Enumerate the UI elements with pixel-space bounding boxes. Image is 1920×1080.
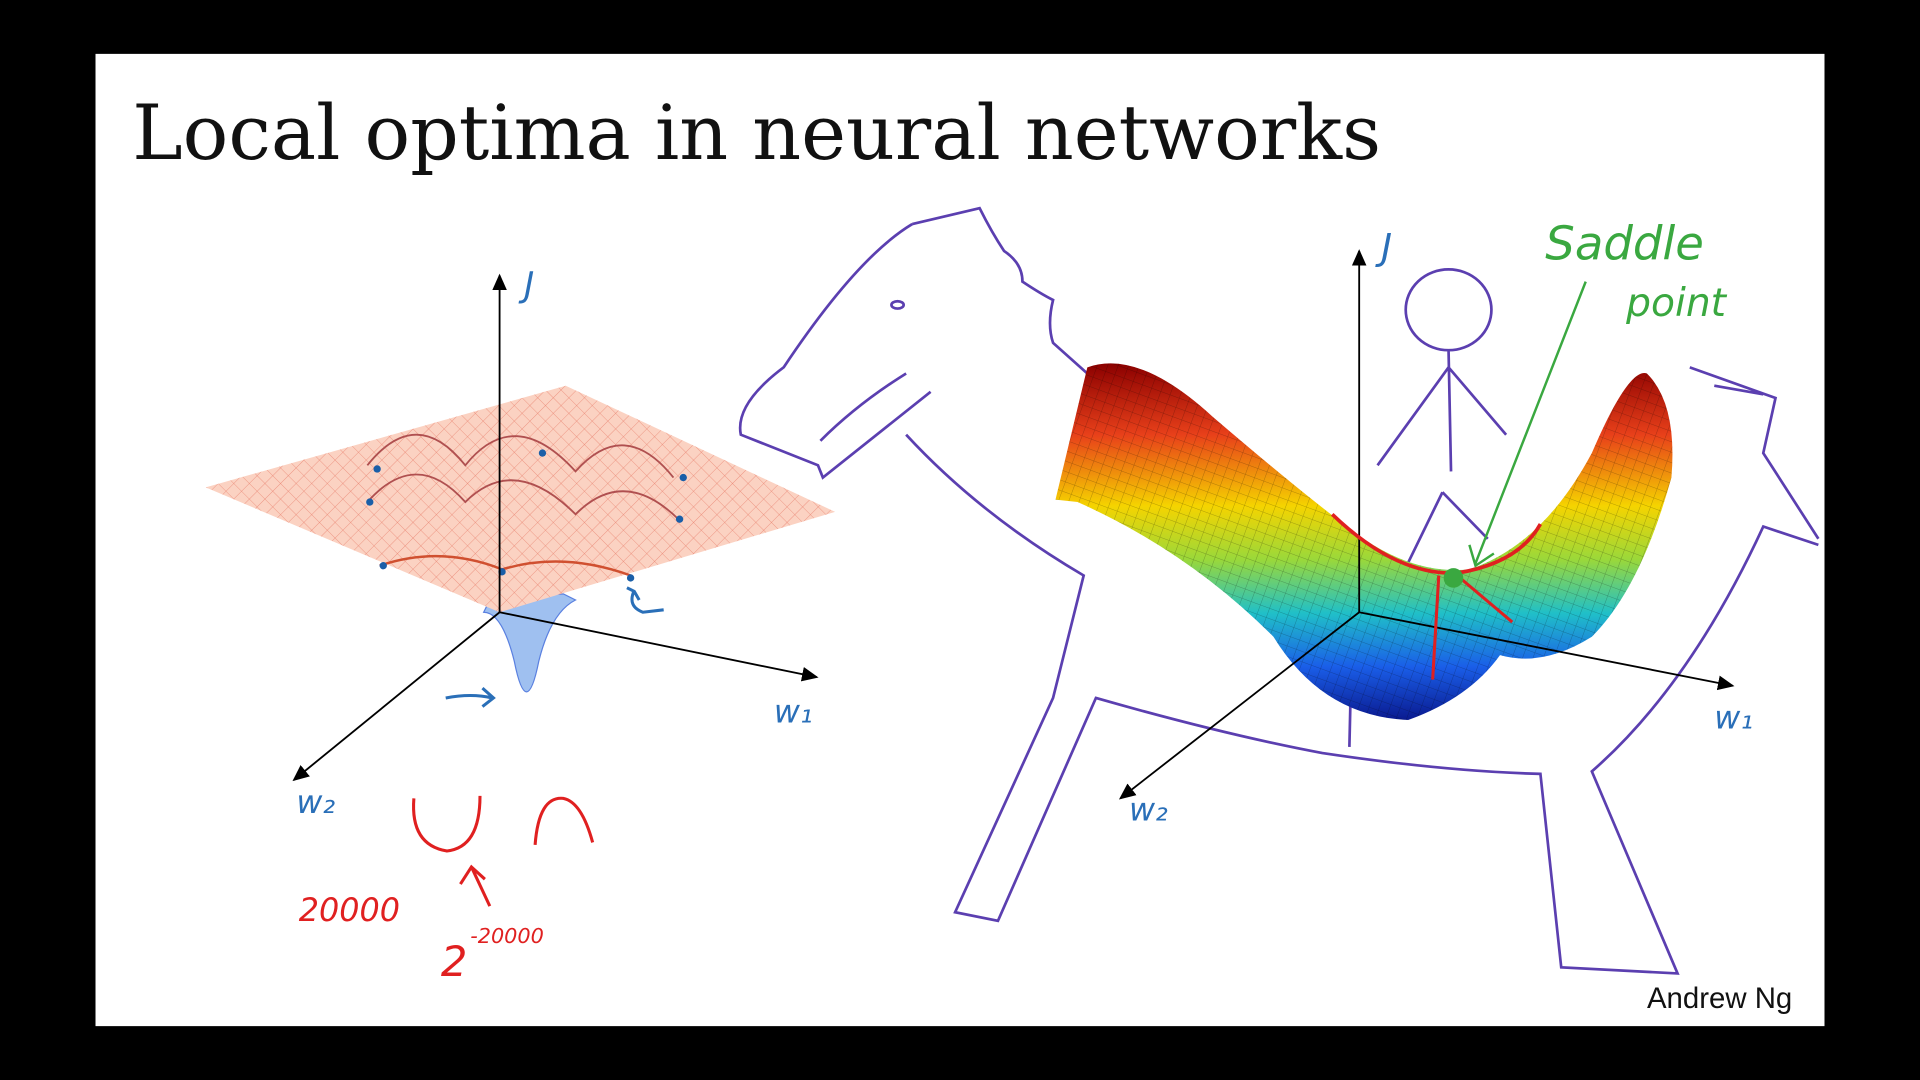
w2-axis xyxy=(1118,611,1360,800)
point-label: point xyxy=(1625,281,1728,326)
local-minima-dots xyxy=(366,449,687,582)
axis-label-w2: w₂ xyxy=(1129,790,1168,828)
concave-n-shape xyxy=(533,796,595,846)
arrow-to-minimum-icon xyxy=(445,687,496,708)
axis-label-w1: w₁ xyxy=(774,692,813,730)
saddle-point-marker xyxy=(1443,568,1464,588)
convex-u-shape xyxy=(412,795,482,853)
saddle-label: Saddle xyxy=(1545,217,1704,271)
w1-axis xyxy=(499,611,819,682)
w1-axis xyxy=(1359,611,1735,691)
arrow-to-local-min-icon xyxy=(626,586,664,614)
up-arrow-icon xyxy=(459,864,492,907)
axis-label-w2: w₂ xyxy=(296,783,335,821)
left-cost-surface-plot: J w₁ w₂ 20000 2 -20000 xyxy=(205,265,836,986)
horse-drawing xyxy=(738,206,1820,975)
saddle-pointer-arrow-icon xyxy=(1468,281,1587,568)
annotation-probability-exponent: -20000 xyxy=(470,924,544,948)
author-credit: Andrew Ng xyxy=(1647,982,1792,1015)
w2-axis xyxy=(292,611,501,782)
axis-label-w1: w₁ xyxy=(1714,699,1753,737)
annotation-dimensions: 20000 xyxy=(299,891,400,929)
annotation-probability-base: 2 xyxy=(441,937,467,986)
right-saddle-plot: J w₁ w₂ Saddle point xyxy=(738,206,1820,975)
slide-title: Local optima in neural networks xyxy=(132,89,1381,177)
global-minimum-well xyxy=(482,593,577,693)
